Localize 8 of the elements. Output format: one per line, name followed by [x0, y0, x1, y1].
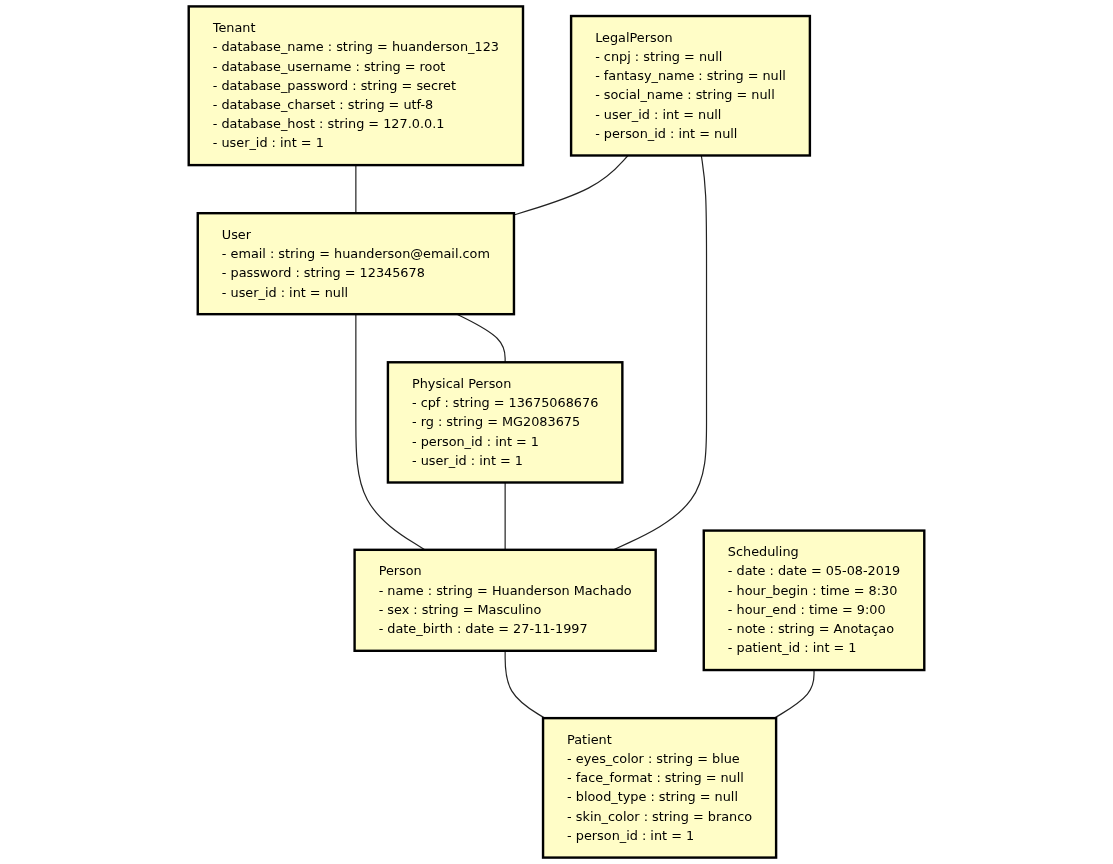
connector [504, 650, 546, 719]
node-box: Person - name : string = Huanderson Machado - sex : string = Masculino - date_birth : date = 27-11-1997 [353, 548, 657, 652]
node-box: User - email : string = huanderson@email.com - password : string = 12345678 - user_id : int = null [196, 212, 516, 316]
node-box: LegalPerson - cnpj : string = null - fantasy_name : string = null - social_name : string = null - user_id : int = null - person_id : int = null [569, 14, 812, 157]
node-box: Tenant - database_name : string = huanderson_123 - database_username : string = root - database_password : string = secret - database_charset : string = utf-8 - database_host : string = 127.0.0.1 - user_id : int = 1 [187, 5, 525, 167]
node-box: Physical Person - cpf : string = 13675068676 - rg : string = MG2083675 - person_id : int = 1 - user_id : int = 1 [386, 361, 624, 484]
node-box: Patient - eyes_color : string = blue - face_format : string = null - blood_type : string = null - skin_color : string = branco - person_id : int = 1 [541, 716, 778, 859]
node-box: Scheduling - date : date = 05-08-2019 - hour_begin : time = 8:30 - hour_end : time = 9:00 - note : string = Anotaçao - patient_id : int = 1 [702, 529, 926, 672]
